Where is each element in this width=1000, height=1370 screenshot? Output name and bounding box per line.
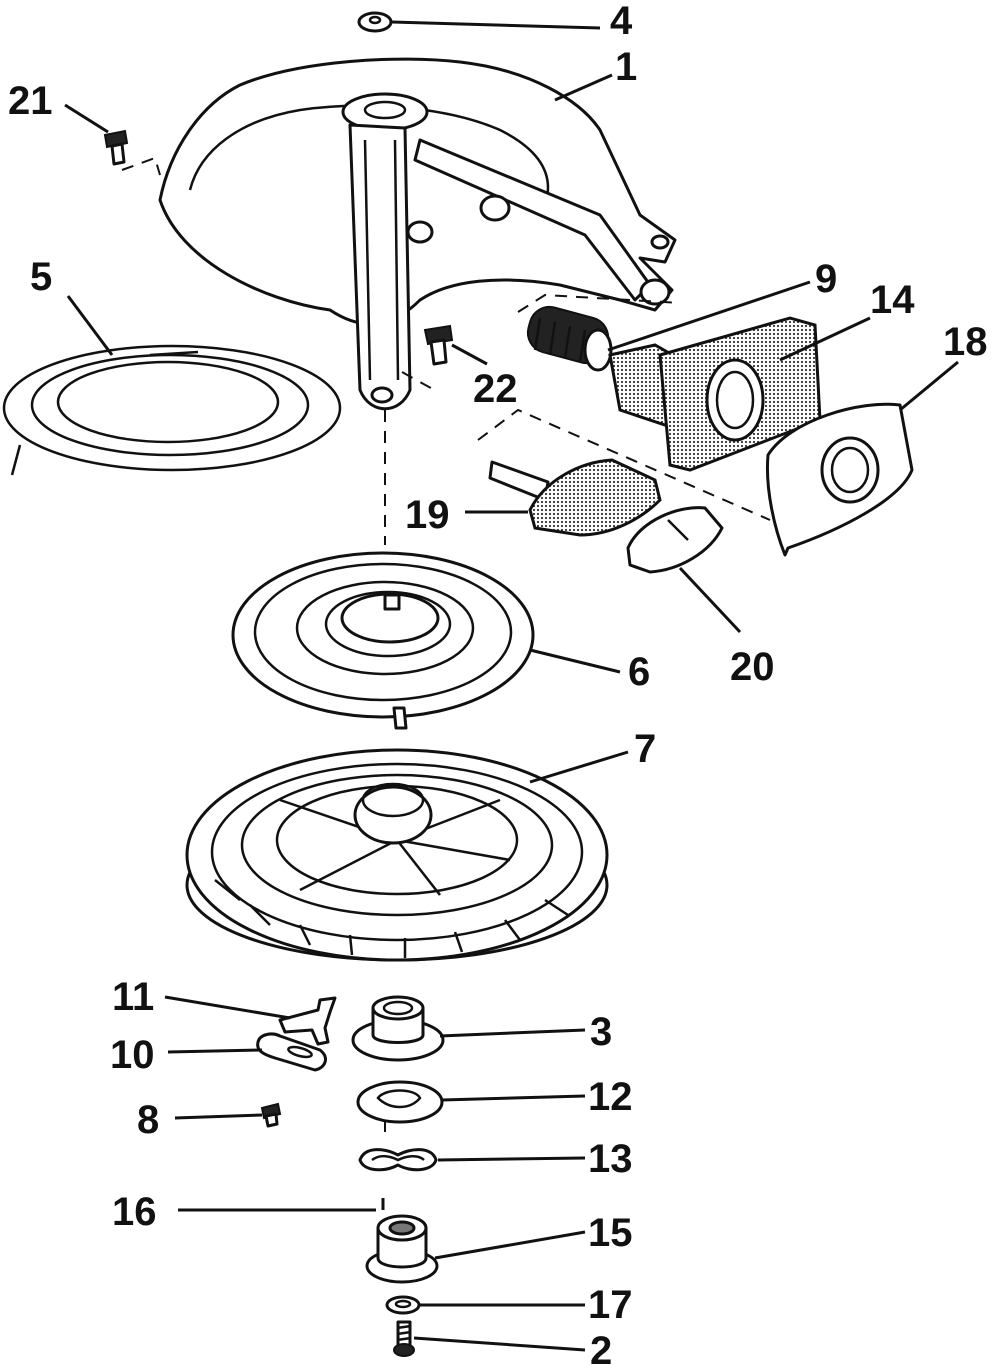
part-7-pulley xyxy=(185,748,609,962)
leader-lines xyxy=(64,20,959,1352)
callout-4: 4 xyxy=(610,0,633,43)
part-11-pawl xyxy=(278,996,337,1046)
callout-14: 14 xyxy=(870,278,915,322)
part-10-link xyxy=(256,1032,327,1072)
callout-6: 6 xyxy=(628,650,650,694)
callout-7: 7 xyxy=(634,727,656,771)
callout-5: 5 xyxy=(30,255,52,299)
callout-16: 16 xyxy=(112,1190,157,1234)
part-2-screw xyxy=(393,1320,415,1357)
callout-22: 22 xyxy=(473,367,518,411)
callout-12: 12 xyxy=(588,1075,633,1119)
callout-8: 8 xyxy=(137,1098,159,1142)
part-15-retainer xyxy=(365,1214,439,1284)
callout-2: 2 xyxy=(590,1329,612,1370)
callout-1: 1 xyxy=(615,45,637,89)
callout-11: 11 xyxy=(112,975,154,1019)
callout-17: 17 xyxy=(588,1283,633,1327)
part-5-rewind-spring xyxy=(2,344,342,476)
part-19-handle xyxy=(488,458,662,537)
callout-21: 21 xyxy=(8,79,53,123)
callout-15: 15 xyxy=(588,1211,633,1255)
part-17-washer xyxy=(385,1295,421,1315)
callout-labels: 4 1 21 5 9 14 18 22 19 20 6 7 11 10 8 3 … xyxy=(8,0,988,1370)
part-8-screw xyxy=(260,1102,282,1128)
part-1-housing xyxy=(158,57,677,411)
callout-13: 13 xyxy=(588,1137,633,1181)
callout-18: 18 xyxy=(943,320,988,364)
callout-20: 20 xyxy=(730,645,775,689)
part-4-nut xyxy=(357,11,393,33)
part-12-washer xyxy=(356,1080,444,1124)
assembly-guide-lines xyxy=(384,293,771,1140)
part-22-screw xyxy=(401,324,454,393)
part-21-screw xyxy=(103,129,161,176)
callout-10: 10 xyxy=(110,1033,155,1077)
callout-3: 3 xyxy=(590,1010,612,1054)
part-20-anchor xyxy=(626,506,724,574)
part-6-spring-cup xyxy=(231,551,535,730)
part-18-handle-plate xyxy=(765,402,914,557)
part-3-bushing xyxy=(351,995,445,1062)
part-9-grommet xyxy=(526,305,613,372)
part-13-spring xyxy=(358,1148,438,1172)
callout-9: 9 xyxy=(815,257,837,301)
callout-19: 19 xyxy=(405,493,450,537)
